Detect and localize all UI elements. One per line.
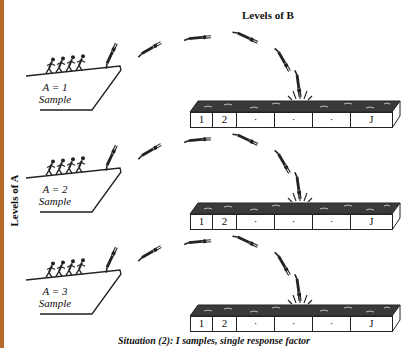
runner-figure (76, 54, 85, 70)
level-number: · (313, 215, 350, 228)
pool-lane-cell: 1 (190, 112, 213, 128)
pool-lane-cell: 2 (212, 316, 237, 332)
dive-row (26, 131, 400, 230)
pool-water (190, 101, 400, 112)
pool-lane-cell: · (274, 316, 313, 332)
diver-figure (184, 35, 211, 41)
runner-figure (66, 55, 75, 71)
pool-lane-cell: 1 (190, 214, 213, 230)
level-number: · (313, 113, 350, 126)
pool-lane-cell: J (350, 214, 393, 230)
level-number: · (237, 317, 274, 330)
sample-text: A = 2 Sample (30, 183, 80, 207)
cliff-ledge (26, 66, 121, 110)
diver-figure (103, 43, 118, 69)
sample-label: A = 2 Sample (28, 182, 82, 208)
runner-figure (46, 57, 55, 73)
level-number: 2 (213, 215, 236, 228)
level-number: · (275, 317, 312, 330)
level-number: J (351, 215, 392, 228)
figure-caption: Situation (2): I samples, single respons… (118, 335, 310, 347)
pool-lane-cell: · (312, 316, 351, 332)
axis-title: Levels of A (9, 174, 22, 226)
pool-lane-cell: · (236, 316, 275, 332)
level-number: · (275, 113, 312, 126)
level-number: · (275, 215, 312, 228)
level-number: J (351, 113, 392, 126)
diver-figure (294, 70, 302, 97)
level-number: · (237, 113, 274, 126)
pool-lane-cell: 1 (190, 316, 213, 332)
dive-row (26, 233, 400, 332)
dive-row (26, 29, 400, 128)
sample-label: A = 1 Sample (28, 80, 82, 106)
diver-figure (274, 47, 291, 72)
pool-lane-cell: · (236, 112, 275, 128)
level-number: 2 (213, 317, 236, 330)
pool-side (392, 101, 400, 128)
sample-text: A = 1 Sample (30, 81, 80, 105)
water-ripples (204, 103, 390, 108)
splash (288, 89, 312, 100)
runner-figure (56, 56, 65, 72)
axis-title: Levels of B (242, 9, 294, 22)
pool-lane-cell: 2 (212, 112, 237, 128)
diver-figure (137, 41, 162, 58)
pool-lane-cell: · (312, 214, 351, 230)
level-number: · (313, 317, 350, 330)
diver-figure (232, 29, 258, 44)
level-number: 1 (191, 215, 212, 228)
sample-label: A = 3 Sample (28, 284, 82, 310)
level-number: · (237, 215, 274, 228)
level-number: 1 (191, 317, 212, 330)
level-number: 2 (213, 113, 236, 126)
pool-lane-cell: J (350, 112, 393, 128)
pool-lane-cell: · (274, 214, 313, 230)
frame-strip (0, 0, 4, 348)
pool-lane-cell: 2 (212, 214, 237, 230)
level-number: J (351, 317, 392, 330)
level-number: 1 (191, 113, 212, 126)
sample-text: A = 3 Sample (30, 285, 80, 309)
pool-lane-cell: · (312, 112, 351, 128)
pool-lane-cell: · (236, 214, 275, 230)
pool-lane-cell: J (350, 316, 393, 332)
pool-lane-cell: · (274, 112, 313, 128)
